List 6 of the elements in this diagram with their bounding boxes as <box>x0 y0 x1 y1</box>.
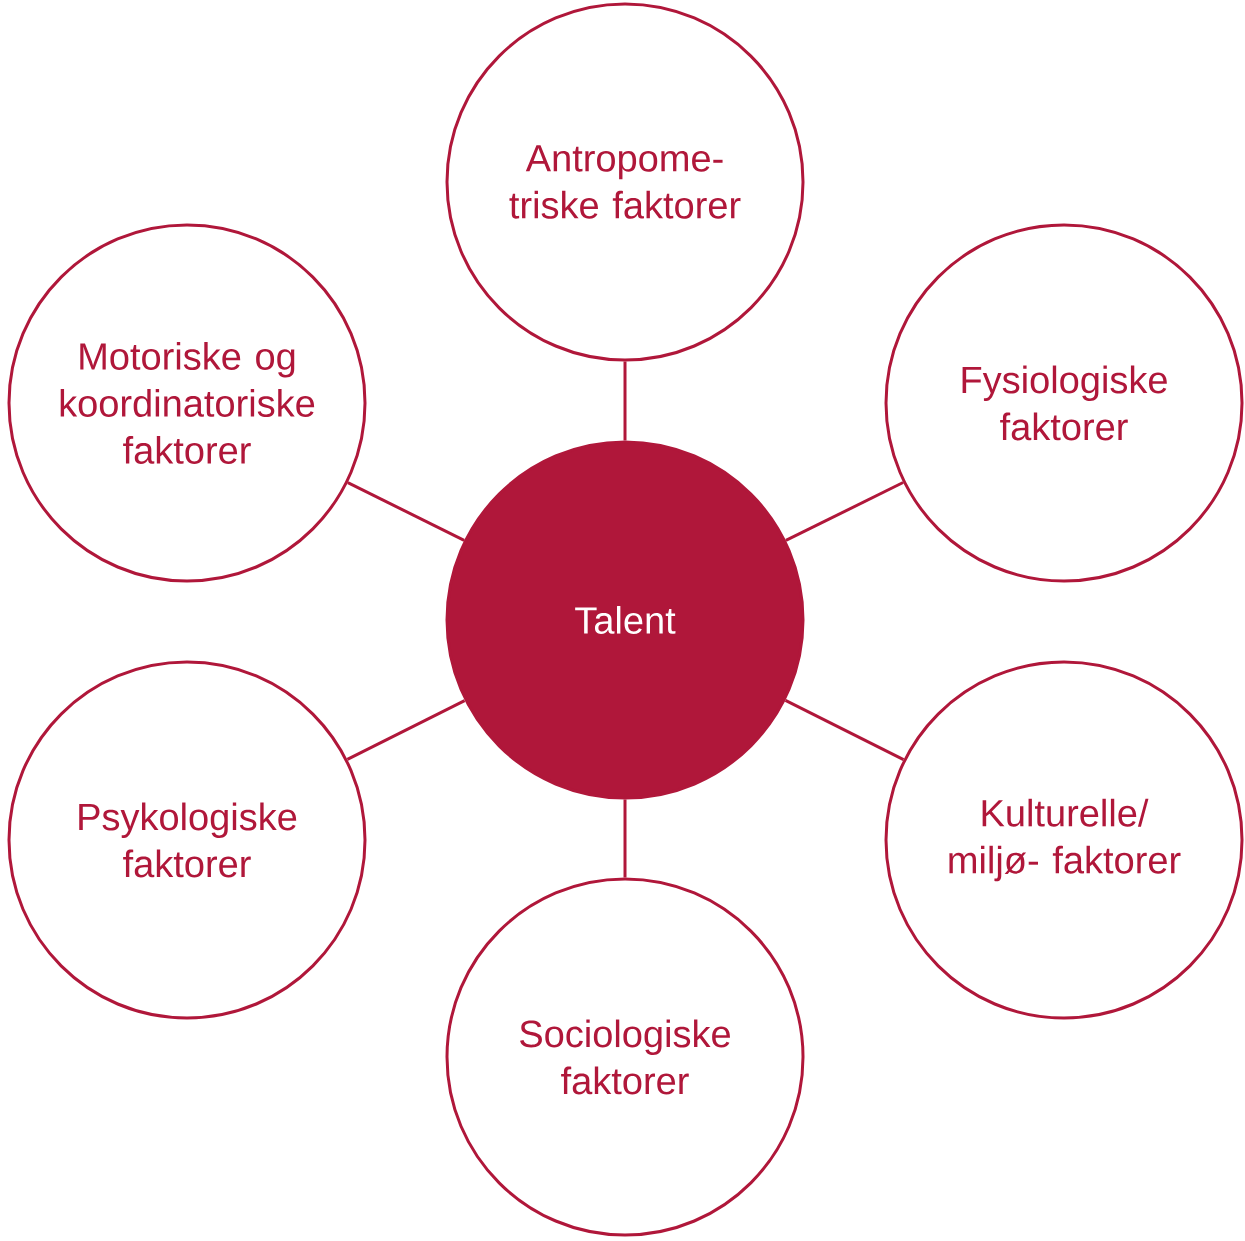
connector-line <box>784 699 905 761</box>
connector-line <box>346 699 466 761</box>
connector-line <box>347 481 465 542</box>
connector-line <box>623 799 627 878</box>
connector-line <box>623 361 627 441</box>
connector-line <box>785 481 904 542</box>
